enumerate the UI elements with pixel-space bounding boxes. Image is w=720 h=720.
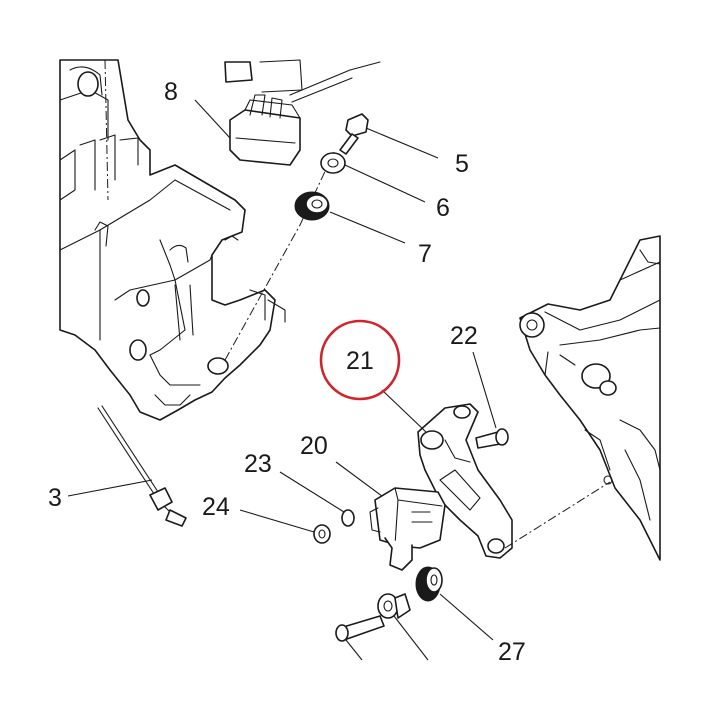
relay-part-8 xyxy=(224,59,381,166)
callout-5: 5 xyxy=(455,150,469,178)
callout-21: 21 xyxy=(346,347,374,375)
nut-part-24 xyxy=(313,524,331,544)
assembly-line-right xyxy=(504,481,611,549)
sensor-part-20 xyxy=(369,487,446,571)
leader-22 xyxy=(472,351,497,429)
leader-21 xyxy=(381,389,427,433)
lower-bolt xyxy=(335,615,385,642)
leader-8 xyxy=(194,99,231,139)
callout-22: 22 xyxy=(450,322,478,350)
callout-24: 24 xyxy=(202,493,230,521)
leader-lower-bolt xyxy=(345,639,363,661)
gear-nut-part-7 xyxy=(294,191,330,221)
callout-27: 27 xyxy=(498,638,526,666)
leader-24 xyxy=(239,509,315,533)
screw-part-22 xyxy=(475,428,509,449)
callout-8: 8 xyxy=(164,78,178,106)
callout-21-highlight-ring xyxy=(319,319,401,401)
washer-part-6 xyxy=(320,152,346,174)
leader-lines xyxy=(67,99,497,661)
gear-nut-part-27 xyxy=(415,566,443,602)
assembly-line-clip xyxy=(104,59,109,201)
callout-7: 7 xyxy=(418,240,432,268)
leader-3 xyxy=(67,479,153,497)
bolt-part-5 xyxy=(339,113,369,155)
leader-6 xyxy=(344,164,426,203)
leader-20 xyxy=(335,461,383,497)
leader-23 xyxy=(279,471,345,513)
leader-lower-washer xyxy=(393,615,429,661)
housing-tray xyxy=(59,59,286,421)
callout-23: 23 xyxy=(244,450,272,478)
leader-27 xyxy=(439,593,494,641)
bracket-part-21 xyxy=(417,403,513,559)
leader-7 xyxy=(329,211,406,244)
frame-right xyxy=(519,235,661,561)
callout-6: 6 xyxy=(436,194,450,222)
callout-3: 3 xyxy=(48,484,62,512)
callout-20: 20 xyxy=(300,432,328,460)
washer-part-23 xyxy=(341,509,355,527)
cable-tie-part-3 xyxy=(97,405,187,527)
lower-washer xyxy=(377,593,411,619)
leader-5 xyxy=(365,127,439,159)
assembly-line-left xyxy=(224,149,336,361)
